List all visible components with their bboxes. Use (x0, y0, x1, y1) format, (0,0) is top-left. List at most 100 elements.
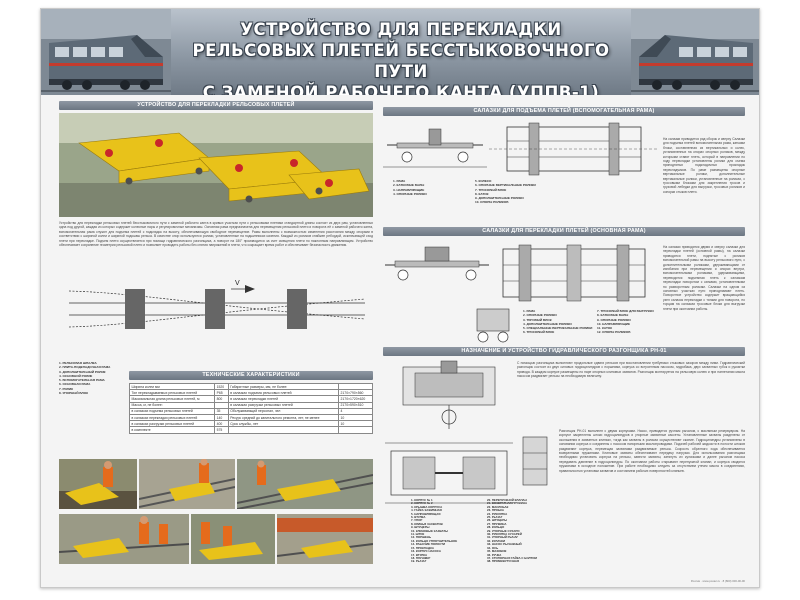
legend-item: 27. Пружина (487, 521, 507, 526)
legend-item: 19. Рычаг (411, 559, 427, 564)
legend-item: 1. Корпус № 1 (411, 498, 433, 502)
title-line-3: с заменой рабочего канта (УППВ-1) (202, 83, 600, 95)
legend-item: 36. Ручка (487, 552, 502, 557)
header-banner: Устройство для перекладки рельсовых плет… (41, 9, 759, 95)
field-photo-6 (277, 514, 373, 564)
legend-item: 29. Упорные сухари (487, 528, 520, 533)
section-sled-aux-heading: Салазки для подъема плетей (вспомогатель… (383, 107, 745, 116)
section-sled-main-heading: Салазки для перекладки плетей (основная … (383, 227, 745, 236)
legend-item: 35. Маховик (487, 549, 507, 554)
section-device-heading: Устройство для перекладки рельсовых плет… (59, 101, 373, 110)
legend-item: 1. Рама (523, 309, 536, 313)
legend-item: 9. Штуцеры (411, 525, 430, 530)
legend-item: 6. Основная рама (59, 382, 91, 387)
direction-label: V (235, 280, 240, 287)
legend-item: 5. Колесо (475, 179, 492, 183)
legend-item: 33. Насос рычажный (487, 542, 522, 547)
tech-cell (338, 426, 373, 434)
legend-item: 5. Направляющая (411, 511, 441, 516)
legend-item: 12. Опоры роликов (597, 330, 631, 335)
legend-item: 10. Клиновые захваты (411, 528, 448, 533)
legend-item: 11. Шток (411, 532, 425, 537)
legend-item: 7. Тросовый блок для выгрузки (597, 309, 654, 313)
legend-item: 2. Опорные ролики (523, 313, 557, 318)
legend-item: 28. Кольцо (487, 525, 505, 530)
legend-item: 8. Катковые валы (597, 313, 629, 318)
sled-aux-top-view (489, 122, 659, 176)
legend-item: 7. Упор (411, 518, 423, 523)
legend-item: 6. Втулка (411, 515, 426, 520)
title-line-2: рельсовых плетей бесстыковочного пути (192, 41, 610, 81)
legend-item: 1. Рама (393, 179, 406, 183)
title-line-1: Устройство для перекладки (240, 20, 562, 39)
device-description: Устройство для перекладки рельсовых плет… (59, 221, 373, 248)
legend-item: 8. Клинья захватов (411, 521, 443, 526)
legend-item: 6. Тросовый блок (523, 330, 555, 335)
legend-item: 4. Опорные ролики (393, 191, 427, 196)
legend-item: 8. Упорный блок (59, 391, 89, 396)
jack-legend-right: 20. Перепускной клапан21. Возвратная пру… (487, 498, 559, 564)
legend-item: 4. Основной ролик (59, 373, 93, 378)
poster-title: Устройство для перекладки рельсовых плет… (171, 19, 631, 95)
legend-item: 20. Перепускной клапан (487, 498, 527, 502)
legend-item: 2. Плита-подкладочная рама (59, 365, 111, 370)
legend-item: 30. Рукоятка сухарей (487, 532, 522, 537)
legend-item: 22. Маслобак (487, 504, 509, 509)
locomotive-right-image (631, 9, 759, 95)
legend-item: 10. Направляющие (597, 321, 631, 326)
field-photo-1 (59, 459, 137, 509)
legend-item: 11. Каток (597, 326, 613, 331)
sled-aux-side-view (383, 128, 487, 168)
jack-plan-drawing (385, 442, 513, 504)
legend-item: 21. Возвратная пружина (487, 501, 528, 506)
legend-item: 5. Вспомогательная рама (59, 378, 105, 383)
sled-main-top-view (502, 244, 646, 302)
legend-item: 38. Промежуточная (487, 559, 520, 564)
tech-cell: 575 (214, 426, 229, 434)
tech-row: Масса, кг, не более:в салазках разгрузки… (128, 401, 373, 409)
jack-section-drawing (402, 360, 496, 429)
legend-item: 3. Направляющие (393, 187, 425, 192)
poster: Устройство для перекладки рельсовых плет… (40, 8, 760, 588)
legend-item: 18. Плунжер (411, 555, 431, 560)
legend-item: 24. Рукоятка (487, 511, 508, 516)
legend-item: 15. Прокладка (411, 545, 434, 550)
tech-cell (227, 426, 340, 434)
legend-item: 1. Рельсовая шпалка (59, 361, 97, 365)
sled-aux-description: На салазки приводится ряд сборок и сверх… (663, 137, 745, 194)
sled-main-front-view (476, 308, 510, 343)
device-photo (59, 113, 373, 217)
legend-item: 9. Дополнительные ролики (475, 196, 524, 201)
field-photo-5 (191, 514, 275, 564)
jack-description-2: Разгонщик РН-01 выполнен с двумя корпуса… (559, 429, 745, 473)
jack-description-1: С помощью разгонщика выполняют продольны… (517, 361, 745, 379)
legend-item: 4. Дополнительные ролики (523, 321, 572, 326)
sled-aux-legend-left: 1. Рама 2. Катковые валы 3. Направляющие… (393, 179, 473, 196)
field-photo-4 (59, 514, 189, 564)
legend-item: 17. Втулка (411, 552, 428, 557)
legend-item: 37. Стопорная гайка с болтом (487, 555, 537, 560)
jack-legend-left: 1. Корпус № 12. Корпус № 23. Крышка корп… (411, 498, 485, 564)
legend-item: 3. Тяговый блок (523, 317, 552, 322)
sled-main-side-view (385, 246, 489, 281)
legend-item: 13. Кольцо уплотнительное (411, 538, 458, 543)
section-tech-heading: Технические характеристики (129, 371, 373, 380)
legend-item: 7. Ролик (59, 386, 74, 391)
device-legend: 1. Рельсовая шпалка 2. Плита-подкладочна… (59, 361, 129, 395)
tech-cell: в комплекте (128, 426, 216, 434)
legend-item: 4. Гайка зажимная (411, 508, 442, 513)
legend-item: 12. Поршень (411, 535, 432, 540)
legend-item: 34. Ось (487, 545, 499, 550)
legend-item: 26. Штуцеры (487, 518, 508, 523)
installation-scheme-diagram: V (59, 275, 373, 341)
legend-item: 8. Каток (475, 191, 489, 196)
sled-main-description: На салазки приводятся двумя и сверху сал… (663, 245, 745, 311)
legend-item: 6. Опорные вертикальные ролики (475, 183, 536, 188)
sled-main-legend-left: 1. Рама 2. Опорные ролики 3. Тяговый бло… (523, 309, 593, 335)
legend-item: 16. Корпус насоса (411, 549, 441, 554)
legend-item: 2. Катковые валы (393, 183, 425, 188)
legend-item: 7. Тросовый блок (475, 187, 507, 192)
legend-item: 3. Крышка корпуса (411, 504, 443, 509)
